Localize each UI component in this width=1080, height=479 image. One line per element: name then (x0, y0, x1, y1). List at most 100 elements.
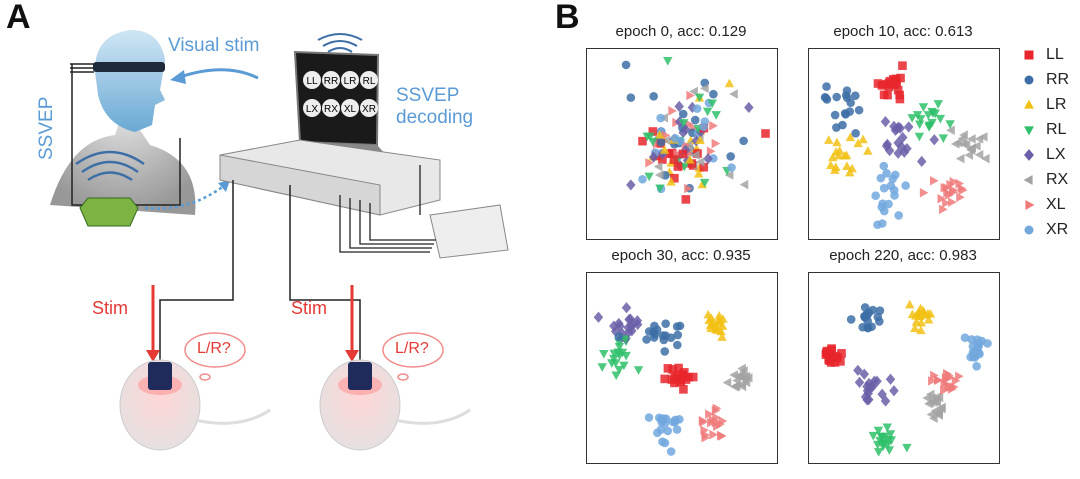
point-XR (972, 361, 981, 371)
point-LX (854, 376, 865, 388)
point-XL (942, 368, 952, 379)
point-LR (823, 135, 834, 144)
point-RL (609, 349, 619, 359)
diamond-marker-icon (1024, 148, 1034, 161)
screen-target-label: LX (306, 104, 319, 115)
point-LL (680, 368, 689, 377)
point-XL (929, 176, 939, 186)
point-XR (653, 428, 662, 438)
point-LR (910, 323, 920, 333)
point-RL (872, 440, 883, 450)
point-RL (678, 119, 689, 128)
point-LR (831, 162, 841, 171)
point-LX (916, 155, 927, 168)
point-RR (822, 82, 831, 91)
point-XL (707, 418, 716, 428)
point-LL (679, 385, 688, 394)
point-RX (964, 150, 974, 160)
scatter-plot-epoch-220 (808, 272, 1000, 464)
legend-marker (1025, 199, 1035, 210)
point-LL (879, 90, 889, 100)
point-RR (842, 86, 852, 95)
point-RX (654, 170, 664, 180)
point-LX (885, 373, 896, 385)
point-XL (949, 187, 958, 198)
triangle-right-marker-icon (1025, 199, 1035, 210)
point-RL (645, 132, 655, 142)
point-RR (867, 322, 876, 332)
point-RL (702, 107, 713, 117)
thought-bubble (184, 332, 444, 381)
point-LR (724, 78, 735, 88)
point-RR (650, 321, 659, 331)
point-XL (713, 421, 722, 432)
point-RL (877, 433, 887, 442)
legend-label: XR (1046, 220, 1069, 238)
point-RR (626, 93, 636, 102)
point-XL (699, 417, 708, 427)
panel-b-letter: B (555, 0, 580, 36)
point-RX (739, 373, 749, 384)
legend-item-LR: LR (1022, 92, 1069, 117)
legend-item-LX: LX (1022, 142, 1069, 167)
point-XR (727, 163, 736, 172)
point-XR (644, 413, 654, 422)
point-RL (923, 111, 934, 120)
screen-target (303, 99, 321, 117)
point-LR (717, 332, 727, 341)
point-LL (648, 127, 658, 136)
point-XL (937, 194, 947, 204)
point-LL (658, 155, 667, 164)
point-XL (706, 146, 716, 156)
mouse-icon (119, 359, 271, 451)
point-XR (975, 349, 984, 359)
point-RR (690, 115, 700, 125)
point-RR (642, 335, 651, 344)
legend-marker (1024, 50, 1034, 59)
point-LL (678, 149, 688, 159)
point-XL (701, 433, 711, 443)
point-RL (918, 103, 929, 112)
screen-target-label: LR (344, 76, 357, 87)
point-RX (934, 392, 944, 403)
point-XR (658, 437, 667, 446)
point-LX (593, 311, 604, 323)
point-RX (978, 132, 988, 142)
point-XR (894, 211, 903, 220)
point-XL (684, 183, 693, 194)
point-LR (826, 160, 836, 170)
point-XL (934, 375, 943, 386)
point-RL (599, 350, 609, 359)
point-RR (673, 330, 683, 340)
stim-label: Stim (92, 298, 128, 318)
plot-title: epoch 10, acc: 0.613 (833, 23, 973, 40)
point-RL (907, 114, 917, 123)
triangle-left-marker-icon (1023, 174, 1033, 185)
point-RL (873, 426, 884, 436)
point-RX (739, 179, 749, 190)
point-RX (955, 153, 965, 164)
point-RX (743, 373, 753, 383)
point-RL (914, 132, 925, 142)
legend-marker (1024, 125, 1034, 135)
point-XL (705, 409, 714, 419)
point-LL (660, 374, 670, 384)
point-RX (722, 377, 732, 388)
point-XL (958, 185, 968, 195)
point-RR (614, 332, 624, 342)
point-RL (873, 448, 884, 457)
point-RX (980, 153, 990, 164)
triangle-down-marker-icon (1024, 125, 1034, 135)
legend-marker (1024, 75, 1034, 84)
point-XR (960, 333, 970, 343)
point-XL (645, 158, 654, 168)
point-RR (846, 315, 856, 324)
lr-question-bubble: L/R? (197, 340, 231, 357)
point-RL (885, 430, 896, 439)
stim-label: Stim (291, 298, 327, 318)
point-LX (889, 385, 899, 397)
point-RX (927, 393, 937, 403)
point-RX (946, 125, 955, 135)
point-RL (884, 446, 895, 455)
